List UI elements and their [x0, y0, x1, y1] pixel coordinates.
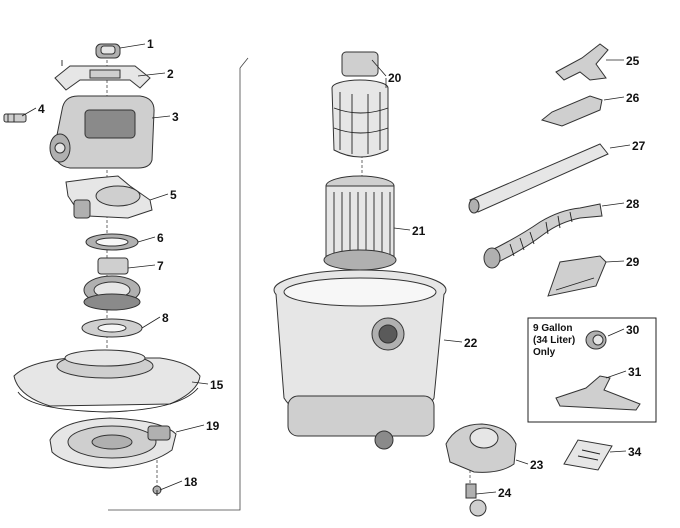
- part-18-screw: [152, 485, 162, 496]
- callout-24: 24: [498, 486, 512, 500]
- callout-3: 3: [172, 110, 179, 124]
- part-27-extension-wand: [468, 143, 609, 214]
- callout-20: 20: [388, 71, 402, 85]
- callout-25: 25: [626, 54, 640, 68]
- part-5-motor-assembly: [65, 175, 153, 219]
- callout-19: 19: [206, 419, 220, 433]
- note-line-2: (34 Liter): [533, 335, 575, 346]
- callout-27: 27: [632, 139, 646, 153]
- note-line-3: Only: [533, 347, 556, 358]
- part-6-gasket: [85, 233, 139, 251]
- callout-8: 8: [162, 311, 169, 325]
- callout-15: 15: [210, 378, 224, 392]
- callout-22: 22: [464, 336, 478, 350]
- leader-lines: [21, 43, 631, 495]
- callout-5: 5: [170, 188, 177, 202]
- callout-7: 7: [157, 259, 164, 273]
- note-line-1: 9 Gallon: [533, 323, 572, 334]
- part-31-utility-nozzle: [555, 375, 641, 411]
- part-15-lid: [13, 349, 201, 413]
- callout-2: 2: [167, 67, 174, 81]
- callout-29: 29: [626, 255, 640, 269]
- part-28-hose: [483, 203, 603, 269]
- part-26-crevice-tool: [540, 95, 603, 127]
- part-1-knob: [95, 43, 121, 59]
- callout-18: 18: [184, 475, 198, 489]
- part-23-caster-base: [445, 423, 517, 473]
- part-24-caster: [465, 483, 487, 517]
- part-20-filter-cage: [331, 51, 389, 158]
- part-22-drum: [273, 269, 447, 450]
- part-29-floor-nozzle: [547, 255, 607, 297]
- part-21-cartridge-filter: [323, 175, 397, 271]
- callout-26: 26: [626, 91, 640, 105]
- part-2-handle: [54, 60, 151, 91]
- part-25-claw-nozzle: [555, 43, 609, 81]
- part-34-manual: [563, 439, 613, 471]
- nine-gallon-only-box: [527, 317, 657, 423]
- part-30-adapter: [585, 330, 607, 350]
- part-3-motor-head: [49, 95, 155, 169]
- part-19-filter-cage: [49, 417, 177, 469]
- callout-23: 23: [530, 458, 544, 472]
- callout-30: 30: [626, 323, 640, 337]
- callout-21: 21: [412, 224, 426, 238]
- part-8-seal: [81, 318, 143, 338]
- callout-6: 6: [157, 231, 164, 245]
- part-7-diffuser: [83, 257, 141, 311]
- part-4-switch: [3, 113, 27, 123]
- callout-1: 1: [147, 37, 154, 51]
- callout-28: 28: [626, 197, 640, 211]
- callout-4: 4: [38, 102, 45, 116]
- assembly-bracket-line: [108, 68, 241, 511]
- callout-31: 31: [628, 365, 642, 379]
- callout-34: 34: [628, 445, 642, 459]
- assembly-bracket-top: [239, 57, 249, 69]
